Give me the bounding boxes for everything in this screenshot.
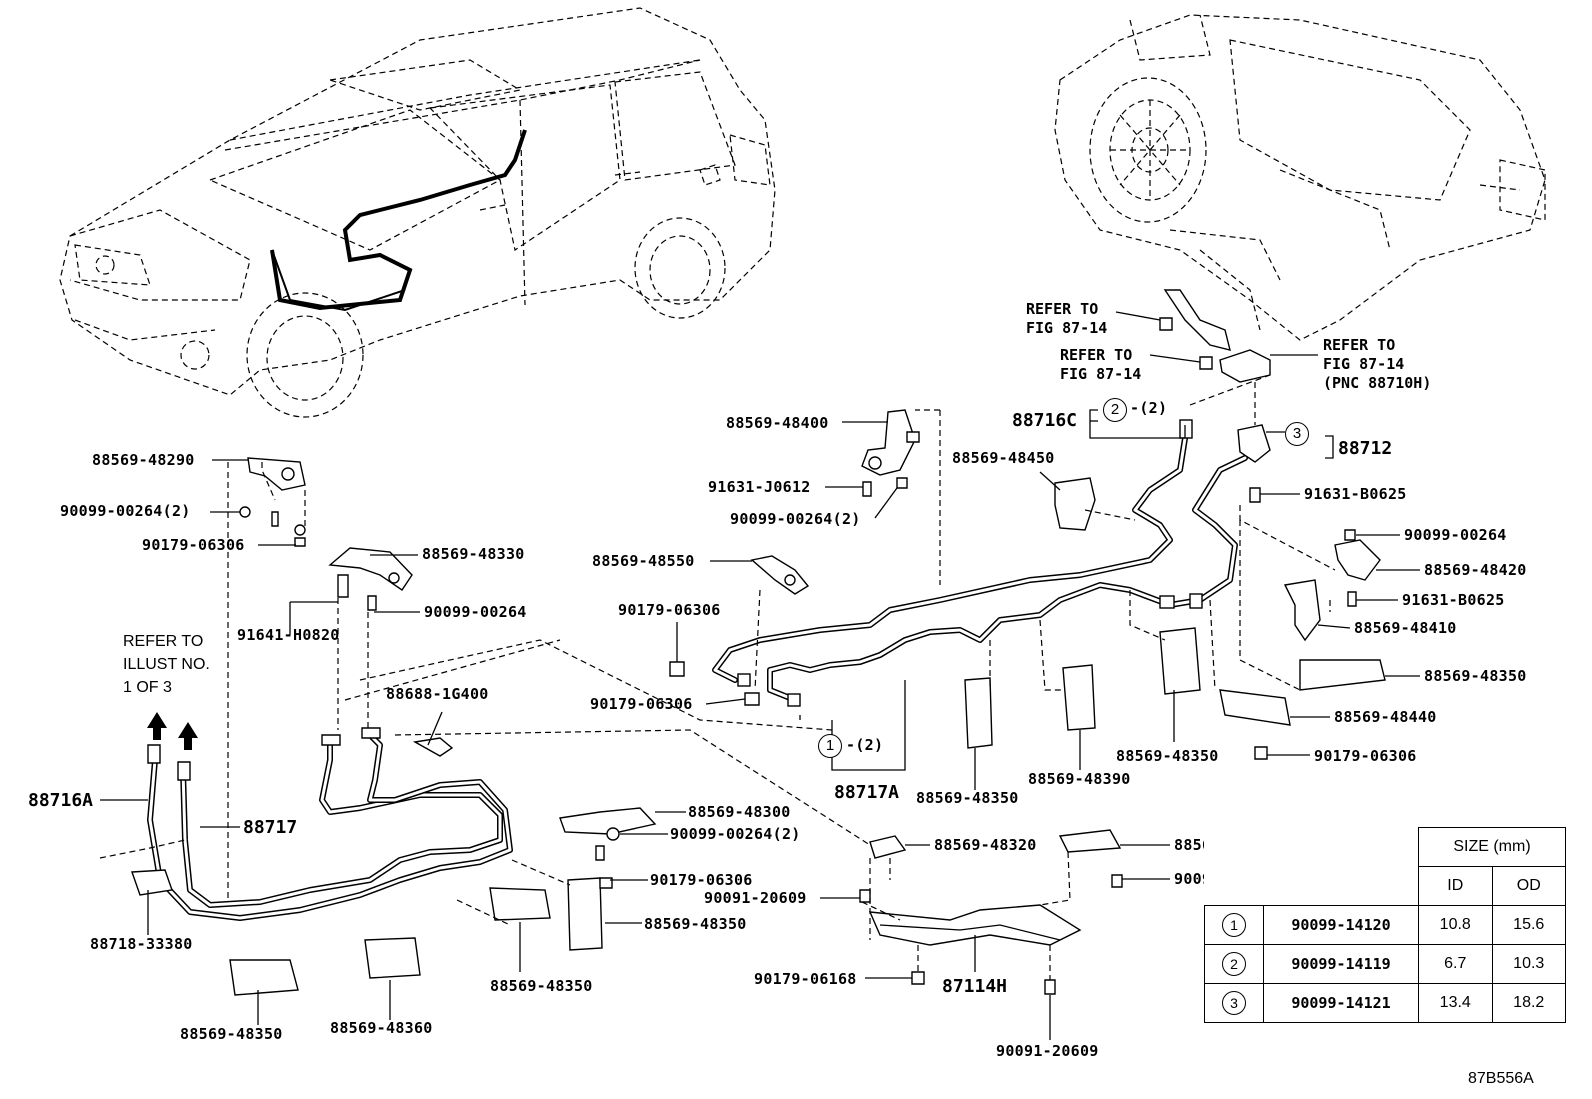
part-label-88716A: 88716A: [28, 790, 94, 811]
part-label-88569-48320: 88569-48320: [934, 836, 1037, 854]
part-label-88569-48350-c: 88569-48350: [644, 915, 747, 933]
part-label-88569-48410: 88569-48410: [1354, 619, 1457, 637]
size-row-id: 10.8: [1418, 905, 1493, 945]
part-label-88569-48350-a: 88569-48350: [180, 1025, 283, 1043]
refer-to-fig-pnc: REFER TO FIG 87-14 (PNC 88710H): [1323, 336, 1432, 392]
part-label-88688-1G400: 88688-1G400: [386, 685, 489, 703]
part-label-90099-00264-2a: 90099-00264(2): [60, 502, 191, 520]
size-table-row: 1 90099-14120 10.8 15.6: [1204, 905, 1566, 945]
size-row-ref: 1: [1222, 913, 1246, 937]
part-label-88569-48440: 88569-48440: [1334, 708, 1437, 726]
rear-ac-unit-illustration: [1054, 14, 1546, 341]
part-label-90099-00264-2b: 90099-00264(2): [670, 825, 801, 843]
size-row-part: 90099-14119: [1263, 944, 1419, 984]
size-row-od: 10.3: [1491, 944, 1566, 984]
part-label-88718-33380: 88718-33380: [90, 935, 193, 953]
part-label-88569-48350-d: 88569-48350: [1424, 667, 1527, 685]
size-row-ref: 2: [1222, 952, 1246, 976]
pipe-ref-circle-1: 1: [818, 734, 842, 758]
size-row-ref: 3: [1222, 991, 1246, 1015]
pipe-ref-circle-2: 2: [1103, 398, 1127, 422]
refer-to-illust-note: REFER TO ILLUST NO. 1 OF 3: [123, 633, 210, 696]
size-row-od: 18.2: [1491, 983, 1566, 1023]
part-label-88716C: 88716C: [1012, 410, 1078, 431]
part-label-91631-B0625-b: 91631-B0625: [1402, 591, 1505, 609]
leader-lines: [99, 311, 1420, 1040]
part-label-88569-48390: 88569-48390: [1028, 770, 1131, 788]
part-label-88712: 88712: [1338, 438, 1393, 459]
part-label-88569-48350-e: 88569-48350: [1116, 747, 1219, 765]
size-table-col-id: ID: [1418, 866, 1493, 906]
clamp-parts: [131, 289, 1386, 996]
pipe-size-table: SIZE (mm) ID OD 1 90099-14120 10.8 15.6 …: [1204, 827, 1566, 1023]
part-label-90091-20609-a: 90091-20609: [704, 889, 807, 907]
part-label-88569-48360: 88569-48360: [330, 1019, 433, 1037]
part-label-90179-06306-d: 90179-06306: [590, 695, 693, 713]
size-row-id: 13.4: [1418, 983, 1493, 1023]
part-label-90099-00264-b: 90099-00264: [1404, 526, 1507, 544]
pipe-ref-2-qty: -(2): [1130, 399, 1168, 417]
part-label-90179-06306-c: 90179-06306: [618, 601, 721, 619]
vehicle-illustration: [59, 7, 776, 418]
size-row-part: 90099-14121: [1263, 983, 1419, 1023]
size-table-col-od: OD: [1491, 866, 1566, 906]
pipe-ref-circle-3: 3: [1285, 422, 1309, 446]
size-table-header: SIZE (mm): [1418, 827, 1566, 867]
part-label-88569-48450: 88569-48450: [952, 449, 1055, 467]
part-label-90179-06168: 90179-06168: [754, 970, 857, 988]
refer-to-fig-a: REFER TO FIG 87-14: [1026, 300, 1108, 337]
part-label-88569-48350-f: 88569-48350: [916, 789, 1019, 807]
size-table-row: 2 90099-14119 6.7 10.3: [1204, 944, 1566, 984]
part-label-88569-48550: 88569-48550: [592, 552, 695, 570]
size-row-id: 6.7: [1418, 944, 1493, 984]
part-label-91641-H0820: 91641-H0820: [237, 626, 340, 644]
pipe-ref-1-qty: -(2): [846, 736, 884, 754]
part-label-88569-48420: 88569-48420: [1424, 561, 1527, 579]
part-label-90179-06306-b: 90179-06306: [650, 871, 753, 889]
part-label-90091-20609-b: 90091-20609: [996, 1042, 1099, 1060]
size-row-part: 90099-14120: [1263, 905, 1419, 945]
size-row-od: 15.6: [1491, 905, 1566, 945]
part-label-90099-00264-a: 90099-00264: [424, 603, 527, 621]
pipe-runs: [147, 419, 1248, 946]
part-label-88569-48300: 88569-48300: [688, 803, 791, 821]
part-label-90179-06306-e: 90179-06306: [1314, 747, 1417, 765]
part-label-91631-J0612: 91631-J0612: [708, 478, 811, 496]
part-label-88569-48400: 88569-48400: [726, 414, 829, 432]
part-label-90099-00264-2c: 90099-00264(2): [730, 510, 861, 528]
part-label-88569-48350-b: 88569-48350: [490, 977, 593, 995]
size-table-row: 3 90099-14121 13.4 18.2: [1204, 983, 1566, 1023]
part-label-91631-B0625-a: 91631-B0625: [1304, 485, 1407, 503]
part-label-88717A: 88717A: [834, 782, 900, 803]
part-label-88569-48330: 88569-48330: [422, 545, 525, 563]
part-label-87114H: 87114H: [942, 976, 1008, 997]
part-label-88569-48290: 88569-48290: [92, 451, 195, 469]
part-label-90179-06306-a: 90179-06306: [142, 536, 245, 554]
figure-code: 87B556A: [1468, 1070, 1534, 1087]
part-label-88717: 88717: [243, 817, 298, 838]
refer-to-fig-b: REFER TO FIG 87-14: [1060, 346, 1142, 383]
